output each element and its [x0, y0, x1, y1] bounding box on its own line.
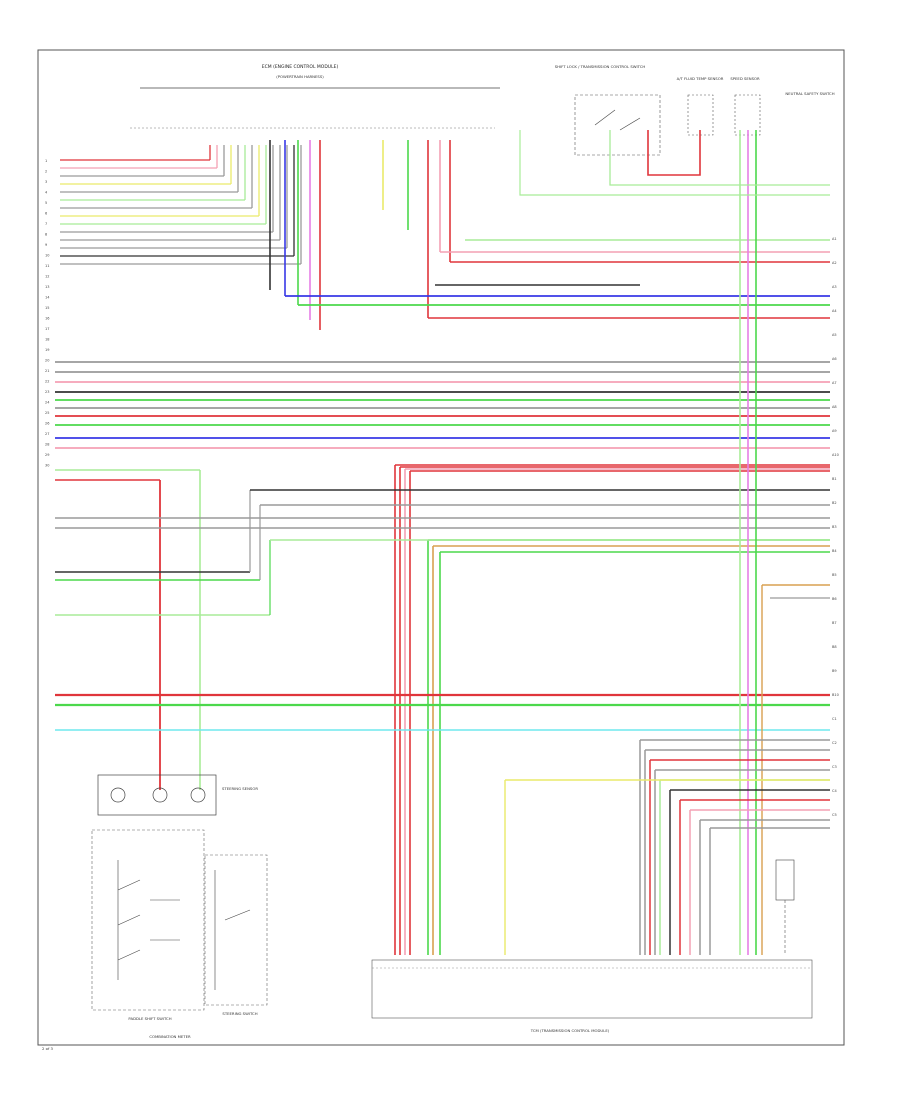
right-pin-label: A6: [832, 357, 837, 361]
top-right-green: [609, 130, 830, 186]
right-pin-label: A9: [832, 429, 837, 433]
right-pin-label: C3: [832, 765, 837, 769]
diagram-border: [37, 49, 845, 1046]
left-pin-label: 7: [45, 222, 47, 226]
right-pin-column: A1A2A3A4A5A6A7A8A9A10B1B2B3B4B5B6B7B8B9B…: [832, 237, 839, 817]
combination-meter-label: COMBINATION METER: [149, 1034, 191, 1039]
sensor-b-label: SPEED SENSOR: [730, 76, 760, 81]
right-pin-label: B6: [832, 597, 837, 601]
right-pin-label: B1: [832, 477, 837, 481]
tcm-connector: TCM (TRANSMISSION CONTROL MODULE): [371, 959, 813, 1033]
left-pin-label: 17: [45, 327, 49, 331]
right-pin-label: A1: [832, 237, 837, 241]
left-pin-label: 22: [45, 380, 49, 384]
right-pin-label: B7: [832, 621, 837, 625]
left-pin-label: 18: [45, 338, 49, 342]
shift-switch-component: SHIFT LOCK / TRANSMISSION CONTROL SWITCH: [555, 64, 661, 156]
right-pin-label: C2: [832, 741, 837, 745]
steering-sensor-component: STEERING SENSOR: [97, 774, 258, 816]
page-number: 2 of 3: [42, 1046, 53, 1051]
left-pin-label: 9: [45, 243, 47, 247]
neutral-switch-component: NEUTRAL SAFETY SWITCH: [785, 91, 834, 96]
left-pin-label: 26: [45, 422, 49, 426]
left-pin-column: 1234567891011121314151617181920212223242…: [45, 159, 50, 468]
right-pin-label: A2: [832, 261, 837, 265]
left-pin-label: 13: [45, 285, 49, 289]
right-pin-label: C1: [832, 717, 837, 721]
top-right-red: [647, 130, 701, 176]
right-pin-label: A5: [832, 333, 837, 337]
left-pin-label: 27: [45, 432, 49, 436]
left-pin-label: 12: [45, 275, 49, 279]
neutral-switch-label: NEUTRAL SAFETY SWITCH: [785, 91, 834, 96]
right-sensor-component: [775, 859, 795, 955]
top-connector-header: ECM (ENGINE CONTROL MODULE) (POWERTRAIN …: [130, 64, 500, 129]
left-pin-label: 3: [45, 180, 47, 184]
right-pin-label: A10: [832, 453, 839, 457]
right-pin-label: B8: [832, 645, 837, 649]
left-pin-label: 14: [45, 296, 50, 300]
left-pin-label: 8: [45, 233, 47, 237]
right-pin-label: B9: [832, 669, 837, 673]
left-pin-label: 28: [45, 443, 49, 447]
wire-group: [55, 130, 830, 955]
paddle-switch-label: PADDLE SHIFT SWITCH: [128, 1016, 171, 1021]
right-pin-label: A3: [832, 285, 837, 289]
ecm-harness-label: (POWERTRAIN HARNESS): [276, 74, 324, 79]
steering-switch-component: STEERING SWITCH COMBINATION METER: [149, 854, 268, 1039]
left-pin-label: 10: [45, 254, 49, 258]
top-right-green-b: [519, 130, 830, 196]
left-pin-label: 19: [45, 348, 49, 352]
left-pin-label: 30: [45, 464, 49, 468]
paddle-switch-component: PADDLE SHIFT SWITCH: [91, 829, 205, 1021]
tcm-label: TCM (TRANSMISSION CONTROL MODULE): [530, 1028, 610, 1033]
right-pin-label: C4: [832, 789, 837, 793]
left-pin-label: 29: [45, 453, 49, 457]
left-pin-label: 16: [45, 317, 49, 321]
right-pin-label: B4: [832, 549, 837, 553]
left-pin-label: 2: [45, 170, 47, 174]
left-pin-label: 20: [45, 359, 49, 363]
right-pin-label: B3: [832, 525, 837, 529]
left-pin-label: 4: [45, 191, 48, 195]
left-pin-label: 21: [45, 369, 49, 373]
shift-switch-label: SHIFT LOCK / TRANSMISSION CONTROL SWITCH: [555, 64, 646, 69]
right-pin-label: A7: [832, 381, 837, 385]
sensor-b-component: SPEED SENSOR: [730, 76, 761, 136]
left-pin-label: 23: [45, 390, 49, 394]
right-pin-label: B5: [832, 573, 837, 577]
left-pin-label: 6: [45, 212, 47, 216]
right-pin-label: B2: [832, 501, 837, 505]
left-pin-label: 11: [45, 264, 49, 268]
right-pin-label: A8: [832, 405, 837, 409]
sensor-a-component: A/T FLUID TEMP SENSOR: [677, 76, 724, 136]
left-pin-label: 15: [45, 306, 49, 310]
left-pin-label: 24: [45, 401, 50, 405]
left-pin-label: 1: [45, 159, 47, 163]
right-pin-label: C5: [832, 813, 837, 817]
left-pin-label: 25: [45, 411, 49, 415]
right-pin-label: A4: [832, 309, 837, 313]
steering-switch-label: STEERING SWITCH: [222, 1011, 257, 1016]
left-pin-label: 5: [45, 201, 47, 205]
ecm-title: ECM (ENGINE CONTROL MODULE): [262, 64, 339, 70]
sensor-a-label: A/T FLUID TEMP SENSOR: [677, 76, 724, 81]
steering-sensor-label: STEERING SENSOR: [222, 786, 258, 791]
right-pin-label: B10: [832, 693, 839, 697]
